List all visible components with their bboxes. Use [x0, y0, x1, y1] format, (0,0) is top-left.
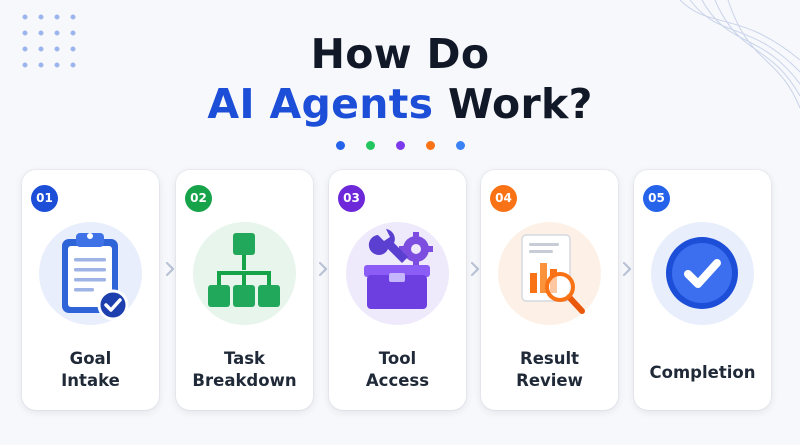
step-number-badge: 03 — [338, 185, 365, 212]
dot-orange — [425, 141, 435, 150]
step-number-badge: 01 — [31, 185, 58, 212]
page-title-line1: How Do — [310, 30, 490, 78]
step-card-completion: 05 Completion — [634, 170, 771, 410]
step-label-line2: Breakdown — [192, 371, 297, 390]
page-title-line2: AI Agents Work? — [0, 80, 800, 128]
chevron-right-icon — [165, 261, 175, 277]
hierarchy-icon — [208, 233, 280, 307]
dot-blue — [335, 141, 345, 150]
page-title-rest: Work? — [447, 80, 593, 128]
step-number-badge: 02 — [185, 185, 212, 212]
chevron-right-icon — [622, 261, 632, 277]
dot-purple — [395, 141, 405, 150]
step-label: Completion — [649, 363, 756, 382]
chevron-right-icon — [470, 261, 480, 277]
step-number-badge: 04 — [490, 185, 517, 212]
step-label-line1: Tool — [378, 349, 417, 368]
dot-grid-decoration — [22, 14, 76, 68]
step-label-line2: Intake — [61, 371, 120, 390]
dot-green — [365, 141, 375, 150]
step-label-line1: Task — [223, 349, 266, 368]
clipboard-check-icon — [62, 233, 129, 321]
step-label-line1: Goal — [69, 349, 112, 368]
check-circle-icon — [666, 237, 738, 309]
wave-lines-decoration — [679, 0, 800, 109]
step-label-line2: Review — [516, 371, 583, 390]
report-magnifier-icon — [521, 234, 585, 314]
color-dots — [0, 141, 800, 150]
chevron-right-icon — [318, 261, 328, 277]
page-title-accent: AI Agents — [207, 80, 434, 128]
step-label-line2: Access — [365, 371, 430, 390]
dot-light-blue — [455, 141, 465, 150]
step-label-line1: Result — [519, 349, 579, 368]
toolbox-icon — [364, 229, 433, 309]
step-number-badge: 05 — [643, 185, 670, 212]
